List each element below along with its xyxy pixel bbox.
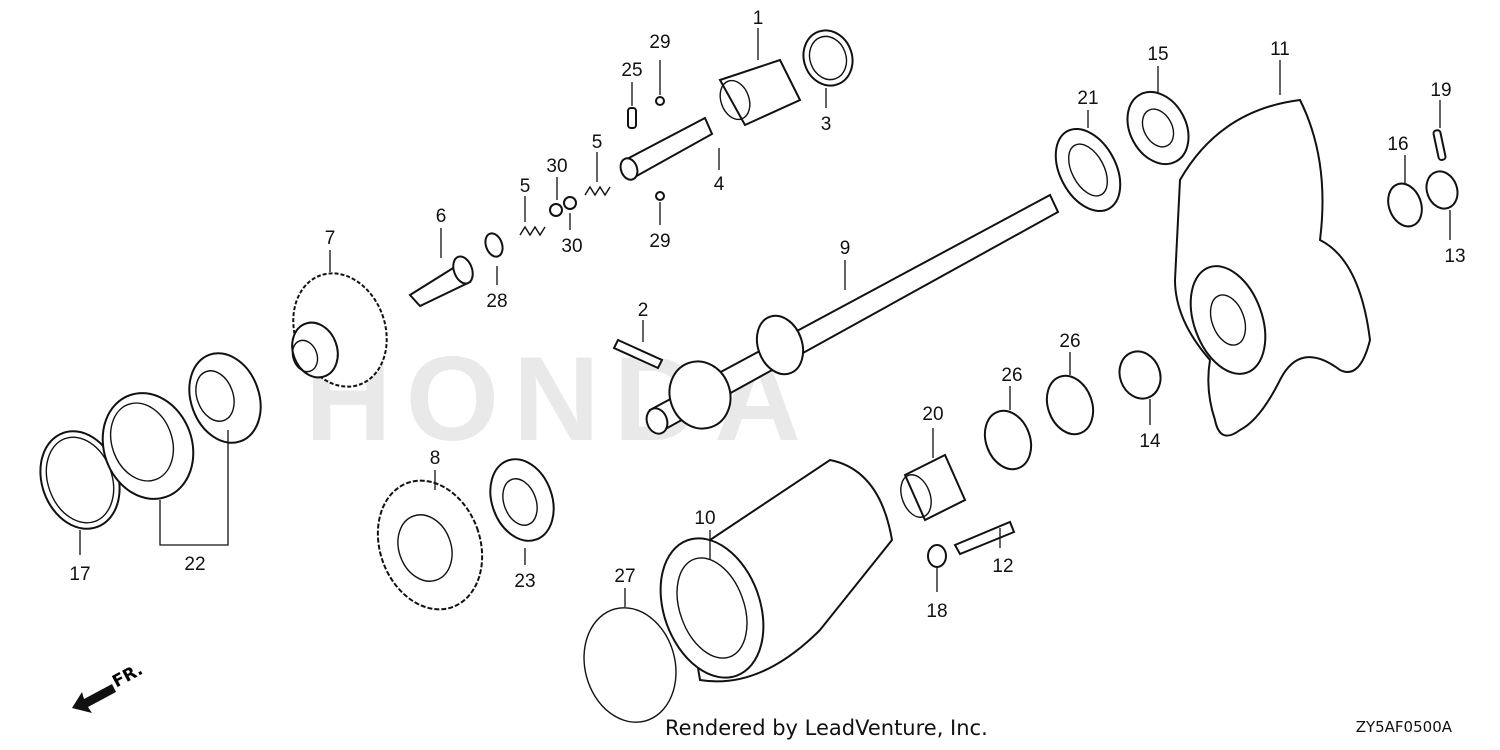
callout-9: 9: [840, 238, 851, 259]
callout-11: 11: [1270, 39, 1290, 60]
part-3-ring: [802, 29, 854, 87]
callout-4: 4: [714, 174, 725, 195]
callout-15: 15: [1147, 44, 1168, 65]
callout-14: 14: [1139, 431, 1161, 452]
callout-30b: 30: [561, 236, 582, 257]
callout-18: 18: [926, 601, 947, 622]
callout-2: 2: [638, 300, 649, 321]
part-7-gear: [291, 272, 388, 388]
part-19-cotter-pin: [1432, 129, 1447, 161]
callout-30a: 30: [546, 156, 567, 177]
callout-23: 23: [514, 571, 535, 592]
part-14-collar: [1118, 350, 1162, 400]
springs-and-balls: [519, 185, 611, 237]
part-16-washer: [1387, 182, 1423, 228]
callout-7: 7: [325, 228, 336, 249]
part-20-needle-bearing: [900, 453, 967, 522]
callout-20: 20: [922, 404, 943, 425]
callout-22: 22: [184, 554, 205, 575]
part-12-bolt: [953, 520, 1016, 556]
callout-16: 16: [1387, 134, 1408, 155]
front-direction-arrow-icon: [72, 684, 116, 713]
part-28-clip: [484, 232, 504, 258]
callout-21: 21: [1077, 88, 1098, 109]
callout-26a: 26: [1059, 331, 1080, 352]
callout-29b: 29: [649, 231, 670, 252]
part-1-clutch: [718, 58, 802, 127]
callout-3: 3: [821, 114, 832, 135]
drawing-code: ZY5AF0500A: [1355, 718, 1452, 736]
callout-5b: 5: [592, 132, 603, 153]
callout-29a: 29: [649, 32, 670, 53]
callout-26b: 26: [1001, 365, 1022, 386]
part-25-pin: [627, 107, 637, 129]
part-4-shaft: [619, 116, 714, 181]
callout-25: 25: [621, 60, 642, 81]
part-9-propeller-shaft: [645, 193, 1060, 435]
part-18-washer: [927, 544, 947, 568]
part-21-thrust-bearing: [1054, 127, 1122, 213]
part-27-o-ring: [583, 607, 677, 723]
part-8-bevel-gear: [376, 479, 484, 611]
callout-27: 27: [614, 566, 635, 587]
part-2-pin: [612, 338, 664, 370]
callout-labels: 1 2 3 4 5 5 6 7 8 9 10 11 12 13 14 15 16…: [69, 8, 1465, 622]
part-10-bearing-holder: [659, 458, 894, 683]
callout-12: 12: [992, 556, 1013, 577]
part-29-ball-top: [655, 96, 665, 106]
part-29-ball-bottom: [655, 191, 665, 201]
part-6-plunger: [408, 255, 474, 308]
callout-28: 28: [486, 291, 507, 312]
part-13-nut: [1425, 170, 1459, 210]
part-15-washer: [1126, 90, 1190, 166]
callout-19: 19: [1430, 80, 1451, 101]
render-credit: Rendered by LeadVenture, Inc.: [665, 716, 988, 740]
part-23-ball-bearing: [489, 458, 555, 542]
part-26-seal-b: [983, 409, 1033, 471]
leader-lines: [79, 28, 1451, 607]
part-26-seal-a: [1045, 374, 1095, 436]
callout-8: 8: [430, 448, 441, 469]
callout-6: 6: [436, 206, 447, 227]
callout-5a: 5: [520, 176, 531, 197]
callout-17: 17: [69, 564, 90, 585]
callout-10: 10: [694, 508, 715, 529]
part-11-propeller: [1173, 98, 1372, 437]
callout-13: 13: [1444, 246, 1465, 267]
callout-1: 1: [753, 8, 764, 29]
part-22-bearing: [101, 352, 262, 500]
